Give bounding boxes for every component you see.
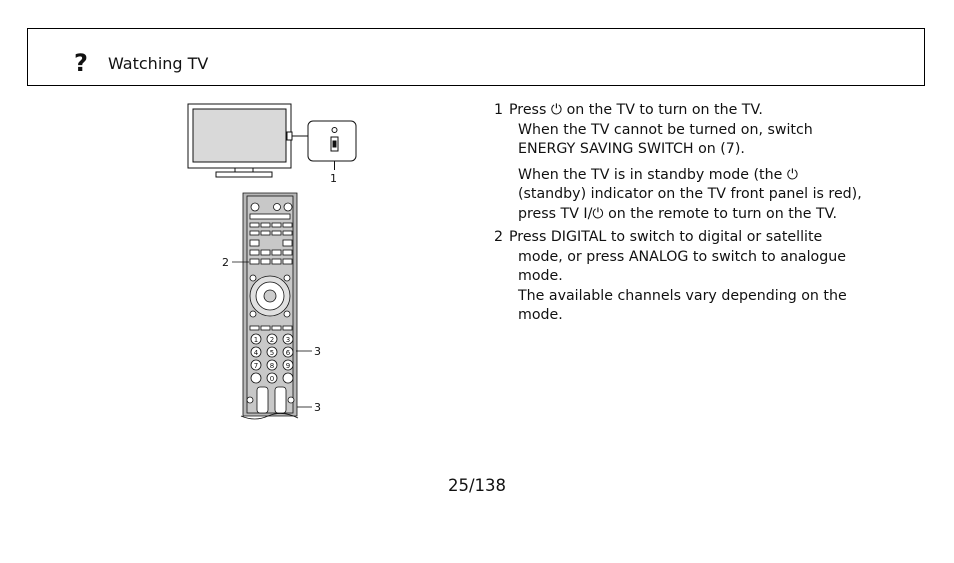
callout-1: 1 [330, 172, 337, 185]
page-number: 25/138 [447, 476, 507, 495]
numeric-key-label: 1 [254, 336, 258, 344]
page-title: Watching TV [108, 54, 209, 73]
numeric-key-label: 0 [270, 375, 274, 383]
step-text-line: Press ⏻ on the TV to turn on the TV. [509, 102, 763, 118]
note-line: press TV I/⏻ on the remote to turn on th… [518, 205, 838, 222]
header-box: ? Watching TV [27, 28, 925, 86]
step-text-line: ENERGY SAVING SWITCH on (7). [518, 141, 745, 157]
step-number: 1 [494, 102, 504, 118]
step-text-line: mode, or press ANALOG to switch to analo… [518, 248, 846, 265]
step-2: 2 Press DIGITAL to switch to digital or … [494, 228, 914, 326]
help-question-icon[interactable]: ? [74, 49, 88, 77]
numeric-key-label: 2 [270, 336, 274, 344]
numeric-key-label: 6 [286, 349, 291, 357]
step-text-line: Press DIGITAL to switch to digital or sa… [509, 229, 823, 245]
step-text-line: mode. [518, 307, 563, 323]
instruction-steps: 1 Press ⏻ on the TV to turn on the TV. W… [494, 101, 914, 330]
callout-3: 3 [314, 345, 321, 358]
step-text-line: When the TV cannot be turned on, switch [518, 121, 813, 138]
callout-2: 2 [222, 256, 229, 269]
step-number: 2 [494, 229, 504, 245]
numeric-key-label: 7 [254, 362, 258, 370]
tv-icon [187, 103, 357, 178]
note-line: When the TV is in standby mode (the ⏻ [518, 166, 799, 183]
step-1: 1 Press ⏻ on the TV to turn on the TV. W… [494, 101, 914, 224]
callout-3: 3 [314, 401, 321, 414]
step-text-line: The available channels vary depending on… [518, 287, 847, 304]
numeric-key-label: 3 [286, 336, 290, 344]
remote-control-icon [240, 192, 299, 420]
numeric-key-label: 8 [270, 362, 274, 370]
numeric-keys: 1 2 3 4 5 6 7 8 9 0 [254, 336, 291, 383]
step-text-line: mode. [518, 268, 563, 284]
numeric-key-label: 4 [254, 349, 259, 357]
numeric-key-label: 5 [270, 349, 274, 357]
step-note: When the TV is in standby mode (the ⏻ (s… [494, 166, 914, 225]
note-line: (standby) indicator on the TV front pane… [518, 186, 862, 202]
numeric-key-label: 9 [286, 362, 290, 370]
